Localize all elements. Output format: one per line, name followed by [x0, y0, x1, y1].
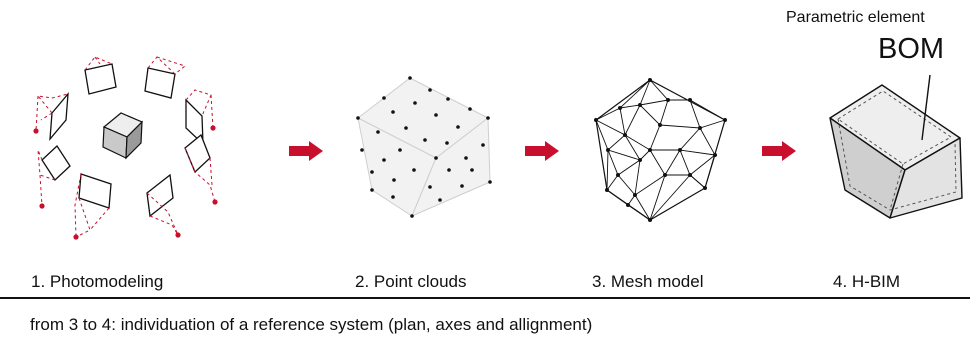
camera-rays [35, 56, 216, 238]
photomodeling-illustration [33, 56, 218, 240]
mesh-vertices [594, 78, 727, 222]
hbim-dashed-inner-edges [837, 90, 957, 211]
annotation-leader-line [921, 74, 931, 141]
step-label-photomodeling: 1. Photomodeling [31, 272, 164, 291]
arrow-1-to-2 [289, 141, 323, 161]
divider-rule [0, 297, 970, 299]
point-cloud-illustration [356, 76, 492, 218]
photomodeling-object [102, 112, 144, 160]
annotation-bom: BOM [878, 33, 945, 65]
step-label-hbim: 4. H-BIM [833, 272, 901, 291]
step-label-point-clouds: 2. Point clouds [355, 272, 467, 291]
arrow-3-to-4 [762, 141, 796, 161]
caption-text: from 3 to 4: individuation of a referenc… [30, 315, 593, 334]
arrow-2-to-3 [525, 141, 559, 161]
mesh-model-illustration [594, 78, 727, 222]
step-label-mesh-model: 3. Mesh model [592, 272, 704, 291]
annotation-title: Parametric element [786, 9, 925, 26]
point-cloud-points [356, 76, 492, 218]
camera-centers [33, 125, 218, 240]
step-arrows [289, 141, 796, 161]
hbim-illustration [829, 74, 963, 219]
mesh-edges [595, 79, 726, 222]
